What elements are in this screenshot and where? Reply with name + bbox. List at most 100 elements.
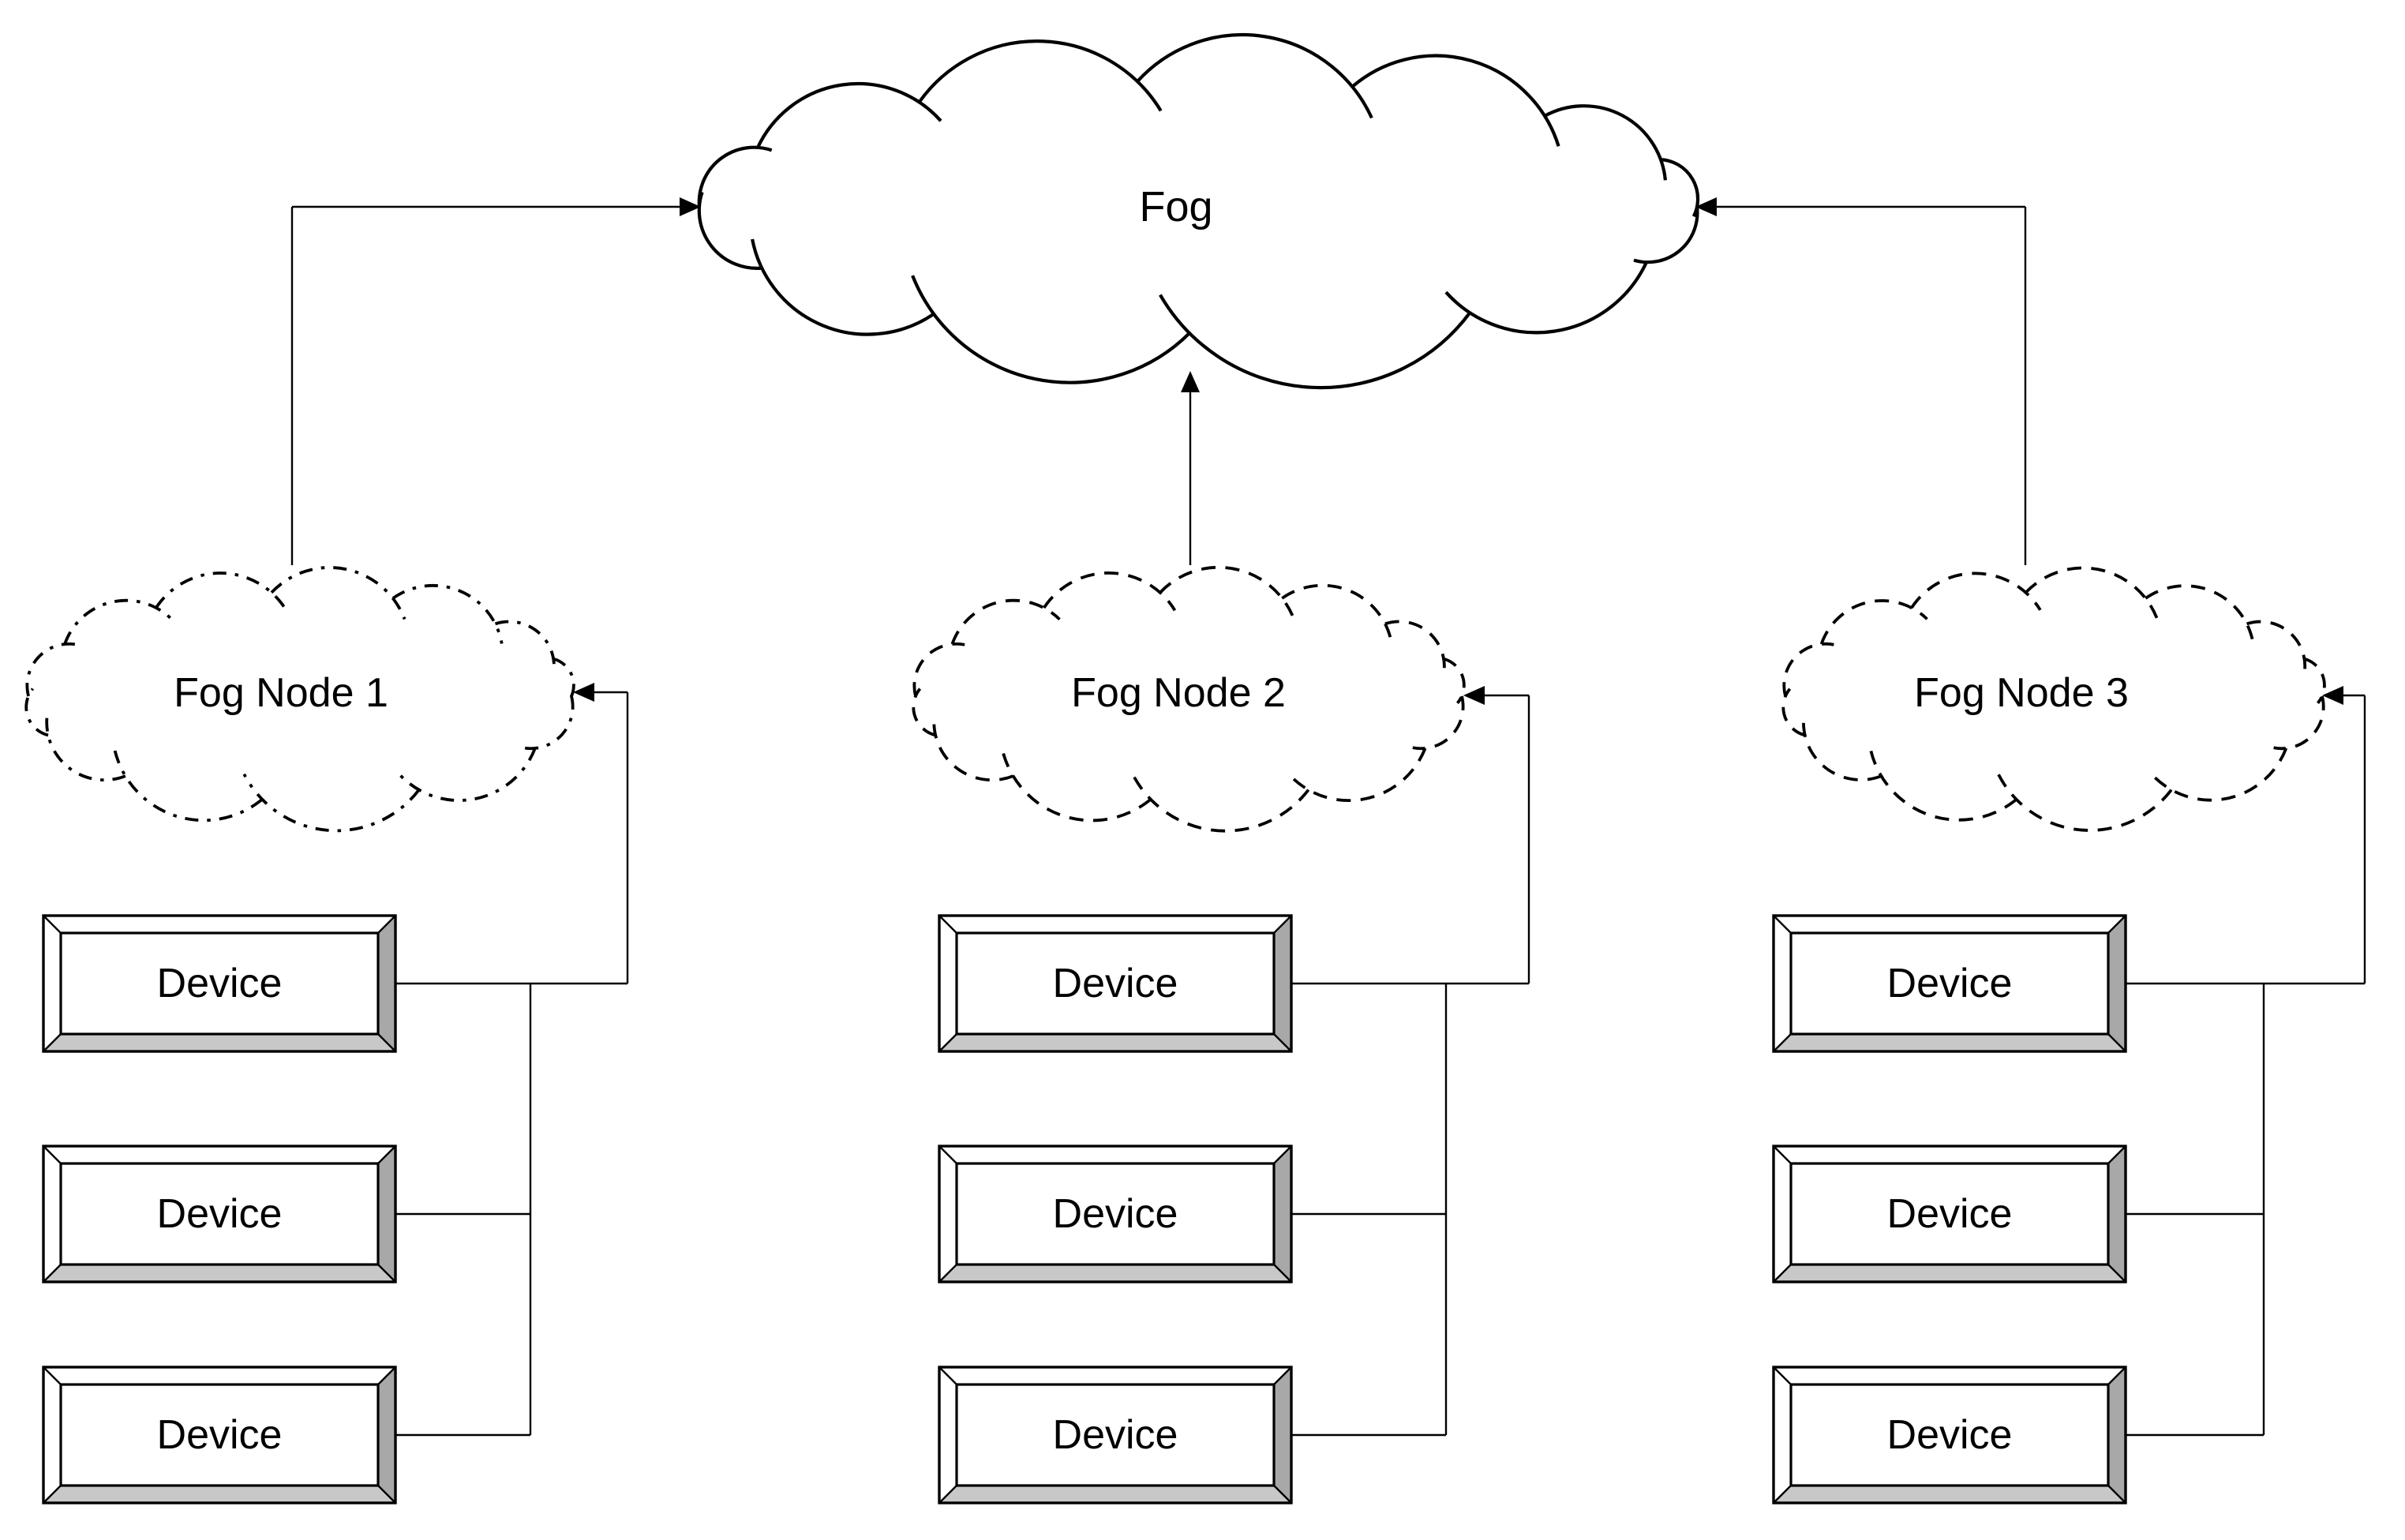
device-box-inner [955,1383,1276,1487]
arrowhead-icon [1463,686,1485,705]
device-bevel-right [2108,1367,2126,1503]
device-box [1772,1145,2127,1283]
device-bevel-miter [43,1366,62,1385]
device-box-inner [59,931,380,1036]
device-bevel-miter [377,1033,396,1052]
device-box [42,914,397,1053]
device-bevel-miter [2107,915,2126,934]
cloud-outline [912,565,1466,833]
device-box-outer [42,1366,397,1504]
device-label: Device [156,961,283,1006]
device-bevel-right [1274,1146,1291,1282]
fog-node-1-cloud [24,566,575,833]
device-bevel-miter [43,1033,62,1052]
device-label: Device [1886,961,2013,1006]
device-box-inner [1789,931,2110,1036]
device-bevel-right [378,1367,395,1503]
arrowhead-icon [1695,197,1717,216]
fog-node-3-cloud [1781,566,2326,832]
device-bevel-right [2108,916,2126,1051]
device-box-inner [1789,1383,2110,1487]
device-label: Device [1052,961,1178,1006]
device-bevel-miter [2107,1366,2126,1385]
device-bevel-bottom [1774,1034,2126,1051]
device-bevel-miter [43,1485,62,1504]
device-bevel-bottom [43,1486,395,1503]
device-bevel-miter [377,1145,396,1164]
device-bevel-miter [43,915,62,934]
device-bevel-miter [43,1264,62,1283]
device-box-inner [59,1383,380,1487]
device-label: Device [1052,1412,1178,1458]
device-bevel-bottom [1774,1265,2126,1282]
device-box-outer [42,914,397,1053]
device-box-outer [1772,1366,2127,1504]
cloud-outline [697,33,1700,390]
device-bevel-miter [2107,1145,2126,1164]
device-bevel-bottom [1774,1486,2126,1503]
device-box-outer [938,1366,1293,1504]
device-box-inner [59,1162,380,1266]
device-box-outer [1772,914,2127,1053]
arrowhead-icon [1181,371,1200,392]
device-bevel-right [1274,916,1291,1051]
cloud-outline [1781,566,2326,832]
device-bevel-miter [938,1145,957,1164]
cloud-body [26,567,574,831]
device-bevel-miter [938,1033,957,1052]
device-bevel-bottom [939,1265,1291,1282]
device-bevel-miter [1773,1485,1792,1504]
device-bevel-miter [938,1485,957,1504]
device-bevel-miter [2107,1264,2126,1283]
device-bevel-miter [1773,1264,1792,1283]
fog-cloud-label: Fog [1139,183,1213,230]
device-bevel-miter [1773,1366,1792,1385]
device-box-outer [938,914,1293,1053]
device-bevel-miter [2107,1033,2126,1052]
device-bevel-miter [1773,915,1792,934]
device-box-outer [42,1145,397,1283]
device-bevel-miter [1273,1145,1292,1164]
device-bevel-miter [938,915,957,934]
fog-node-1-label: Fog Node 1 [174,670,388,716]
device-box-inner [955,931,1276,1036]
device-box [42,1366,397,1504]
device-bevel-right [1274,1367,1291,1503]
cloud-body [1783,568,2324,830]
fog-node-2-cloud [912,565,1466,833]
device-bevel-bottom [939,1034,1291,1051]
arrowhead-icon [2322,686,2343,705]
device-box-outer [1772,1145,2127,1283]
device-bevel-miter [1273,1366,1292,1385]
device-box-inner [955,1162,1276,1266]
device-bevel-miter [1773,1033,1792,1052]
device-bevel-miter [377,1264,396,1283]
fog-node-2-label: Fog Node 2 [1071,670,1286,716]
fog-node-3-label: Fog Node 3 [1914,670,2129,716]
device-box [1772,1366,2127,1504]
device-bevel-miter [1273,1485,1292,1504]
cloud-outline [24,566,575,833]
device-label: Device [156,1191,283,1237]
device-box [42,1145,397,1283]
device-bevel-right [378,1146,395,1282]
device-label: Device [156,1412,283,1458]
cloud-body [913,567,1464,831]
device-bevel-miter [1273,1264,1292,1283]
device-bevel-miter [938,1264,957,1283]
device-box-outer [938,1145,1293,1283]
device-label: Device [1886,1412,2013,1458]
device-bevel-right [378,916,395,1051]
device-bevel-miter [377,915,396,934]
device-bevel-miter [1773,1145,1792,1164]
arrowhead-icon [573,683,594,702]
device-bevel-bottom [939,1486,1291,1503]
device-box [938,1366,1293,1504]
device-box [938,1145,1293,1283]
device-bevel-miter [377,1485,396,1504]
device-bevel-miter [377,1366,396,1385]
device-label: Device [1052,1191,1178,1237]
device-bevel-right [2108,1146,2126,1282]
